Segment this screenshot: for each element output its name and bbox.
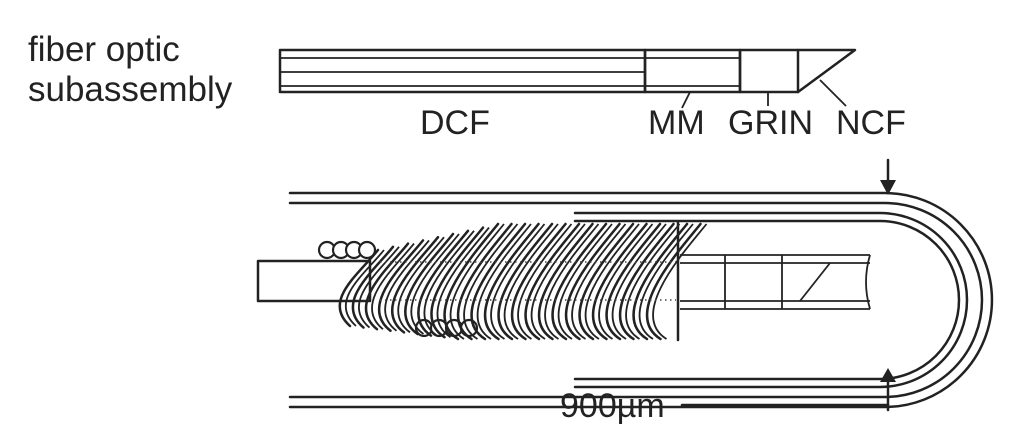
coil-wire bbox=[497, 222, 554, 341]
coil-wire-edge bbox=[423, 230, 475, 337]
mm-leader bbox=[681, 91, 691, 109]
coil-wire bbox=[338, 248, 380, 328]
coil-wire-edge bbox=[598, 223, 654, 340]
coil-bead bbox=[357, 240, 377, 260]
coil-wire-edge bbox=[557, 223, 613, 340]
coil-wire-edge bbox=[357, 246, 400, 329]
coil-wire bbox=[417, 229, 470, 337]
fiber-subassembly bbox=[278, 48, 857, 109]
coil-wire-edge bbox=[449, 223, 505, 340]
coil-wire bbox=[456, 222, 513, 341]
sheath-tube bbox=[288, 191, 994, 409]
coil-wire bbox=[605, 222, 662, 341]
coil-wire bbox=[443, 222, 500, 341]
coil-wire bbox=[510, 222, 567, 341]
coil-wire-edge bbox=[517, 223, 573, 340]
label-dcf: DCF bbox=[420, 104, 490, 142]
coil-wire-edge bbox=[371, 243, 415, 330]
coil-wire bbox=[645, 222, 702, 341]
coil-wire bbox=[351, 245, 395, 329]
coil-wire bbox=[537, 222, 594, 341]
driveshaft-core bbox=[256, 259, 372, 303]
coil-wire-edge bbox=[397, 236, 445, 334]
coil-wire-edge bbox=[344, 249, 385, 327]
coil-wire bbox=[430, 226, 485, 339]
coil-wire-edge bbox=[544, 223, 600, 340]
coil-wire bbox=[483, 222, 540, 341]
coil-wire-edge bbox=[463, 223, 519, 340]
title-line-1: fiber optic bbox=[28, 30, 180, 69]
dimension-markers bbox=[680, 158, 896, 412]
title-line-2: subassembly bbox=[28, 70, 233, 109]
coil-wire bbox=[591, 222, 648, 341]
coil-wire bbox=[551, 222, 608, 341]
coil-wire bbox=[470, 222, 527, 341]
coil-wire bbox=[524, 222, 581, 341]
coil-wire-edge bbox=[571, 223, 627, 340]
optics-assembly bbox=[680, 254, 871, 310]
grin-segment bbox=[738, 48, 800, 94]
coil-wire-edge bbox=[410, 233, 460, 335]
inner-housing bbox=[573, 211, 969, 389]
ncf-leader bbox=[819, 79, 847, 107]
coil-wire-edge bbox=[384, 239, 430, 332]
torque-coil bbox=[317, 220, 708, 342]
coil-wire-edge bbox=[476, 223, 532, 340]
coil-wire bbox=[390, 235, 440, 334]
coil-wire bbox=[364, 242, 410, 331]
coil-wire-edge bbox=[652, 223, 708, 340]
coil-wire bbox=[578, 222, 635, 341]
coil-wire-edge bbox=[436, 227, 490, 338]
label-ncf: NCF bbox=[836, 104, 906, 142]
coil-wire-edge bbox=[611, 223, 667, 340]
coil-wire-edge bbox=[490, 223, 546, 340]
coil-wire-edge bbox=[530, 223, 586, 340]
coil-wire-edge bbox=[503, 223, 559, 340]
label-grin: GRIN bbox=[728, 104, 813, 142]
coil-wire-edge bbox=[584, 223, 640, 340]
label-mm: MM bbox=[648, 104, 705, 142]
coil-wire-edge bbox=[625, 223, 681, 340]
coil-wire bbox=[564, 222, 621, 341]
coil-wire-edge bbox=[638, 223, 694, 340]
coil-wire bbox=[618, 222, 675, 341]
coil-wire bbox=[377, 239, 425, 333]
coil-wire bbox=[404, 232, 455, 336]
